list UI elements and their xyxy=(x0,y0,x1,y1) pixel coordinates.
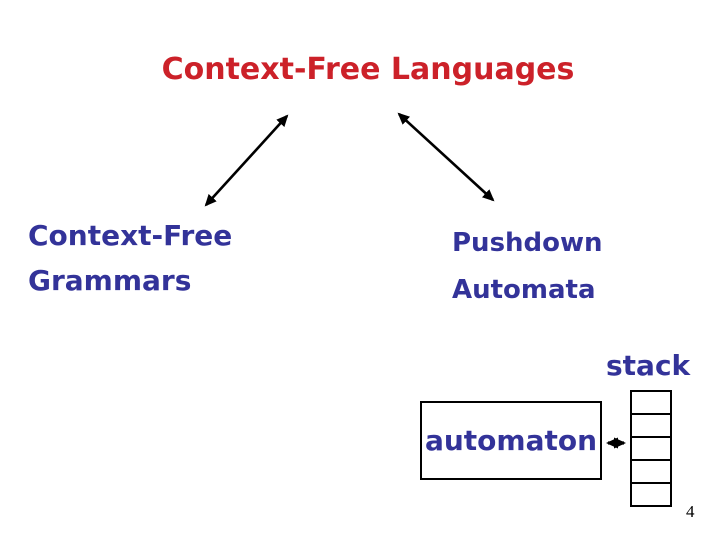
automaton-label: automaton xyxy=(424,424,598,457)
node-context-free-grammars-line1: Context-Free xyxy=(28,219,233,252)
stack-cell xyxy=(632,438,670,461)
stack-diagram xyxy=(630,390,672,507)
slide-title: Context-Free Languages xyxy=(161,52,575,87)
node-pushdown-automata: Pushdown Automata xyxy=(452,220,603,314)
stack-cell xyxy=(632,484,670,505)
node-context-free-grammars: Context-Free Grammars xyxy=(28,213,232,303)
double-arrow-title-to-automata xyxy=(397,112,495,202)
stack-label: stack xyxy=(606,349,691,382)
stack-cell xyxy=(632,415,670,438)
automaton-box: automaton xyxy=(420,401,602,480)
node-pushdown-automata-line2: Automata xyxy=(452,275,596,305)
node-context-free-grammars-line2: Grammars xyxy=(28,264,192,297)
double-arrow-title-to-grammars xyxy=(204,114,289,207)
stack-cell xyxy=(632,392,670,415)
stack-cell xyxy=(632,461,670,484)
page-number: 4 xyxy=(686,502,695,521)
node-pushdown-automata-line1: Pushdown xyxy=(452,228,603,258)
